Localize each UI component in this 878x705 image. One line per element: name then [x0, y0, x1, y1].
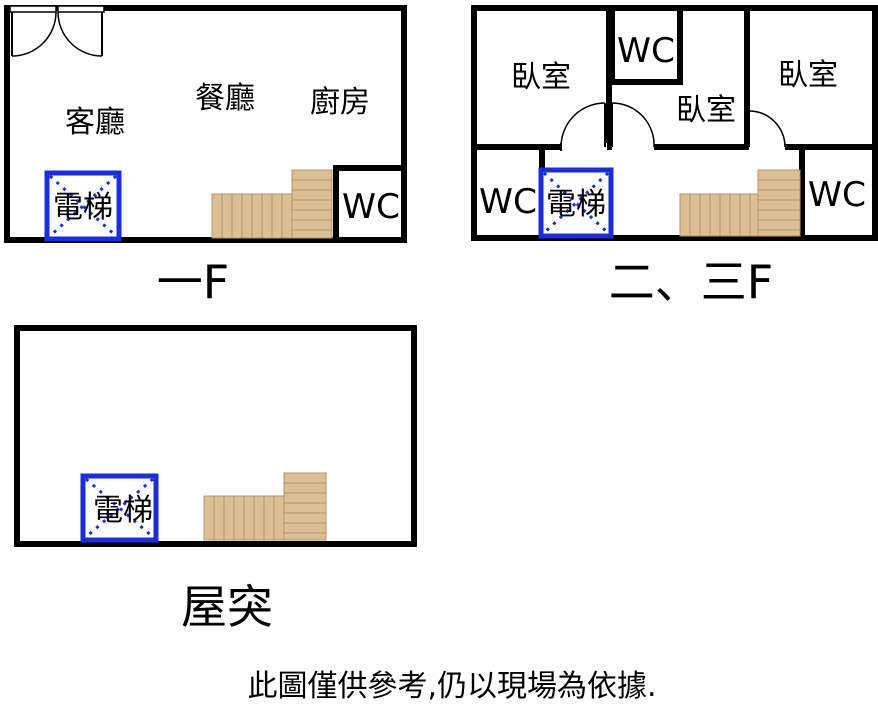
floor-1-elevator — [44, 170, 122, 242]
disclaimer-note: 此圖僅供參考,仍以現場為依據. — [247, 669, 656, 704]
floor-1-wc-label: WC — [342, 187, 400, 227]
roof-elevator — [80, 473, 159, 543]
floor-1-wc-wall — [333, 165, 407, 243]
left-wc-label: WC — [479, 182, 537, 222]
floor-2-3-title: 二、三F — [609, 255, 773, 309]
floor-1-plan: 客廳 餐廳 廚房 WC 電梯 一F — [4, 5, 407, 309]
dining-room-label: 餐廳 — [195, 81, 255, 116]
bedroom-doors-icon — [560, 102, 786, 151]
bedroom-left-label: 臥室 — [511, 60, 571, 95]
floor-1-stairs-icon — [211, 169, 333, 239]
entry-double-door-icon — [9, 5, 105, 57]
living-room-label: 客廳 — [65, 105, 125, 140]
bedroom-right-label: 臥室 — [778, 58, 838, 93]
floor-2-3-elevator-label: 電梯 — [546, 187, 606, 222]
floor-2-3-elevator — [538, 167, 614, 239]
floor-2-3-plan: 臥室 WC 臥室 臥室 WC 電梯 WC 二、三F — [471, 5, 878, 309]
floor-1-elevator-label: 電梯 — [53, 190, 113, 225]
floor-1-title: 一F — [157, 255, 229, 309]
top-wc-label: WC — [617, 31, 675, 71]
bedroom-center-label: 臥室 — [676, 93, 736, 128]
floor-2-3-outer-wall — [471, 5, 878, 241]
roof-elevator-label: 電梯 — [93, 493, 153, 528]
floor-1-outer-wall — [4, 5, 407, 243]
roof-stairs-icon — [203, 472, 327, 541]
roof-title: 屋突 — [181, 580, 273, 634]
roof-plan: 電梯 屋突 — [14, 325, 417, 634]
top-wc-wall — [609, 5, 683, 85]
kitchen-label: 廚房 — [310, 85, 370, 120]
floor-2-3-stairs-icon — [679, 169, 801, 237]
roof-outer-wall — [14, 325, 417, 547]
right-wc-label: WC — [808, 175, 866, 215]
